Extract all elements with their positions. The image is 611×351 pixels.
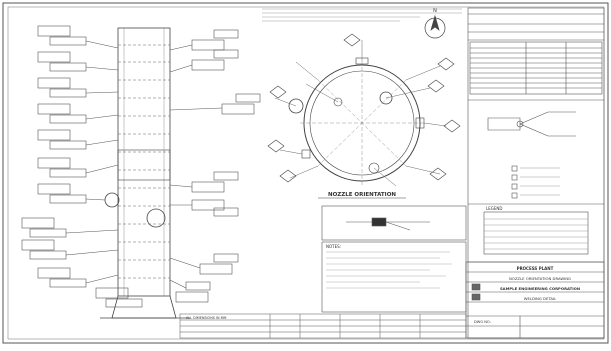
north-arrow	[424, 14, 446, 39]
title-block	[465, 261, 605, 339]
title-line-1: PROCESS PLANT	[517, 266, 554, 271]
legend-heading: LEGEND	[486, 206, 502, 211]
column-elevation	[100, 27, 190, 319]
nozzle-schedule	[467, 7, 605, 339]
bottom-note: ALL DIMENSIONS IN MM	[186, 316, 227, 320]
north-mark: N	[433, 8, 437, 14]
title-line-3: SAMPLE ENGINEERING CORPORATION	[500, 286, 580, 291]
revision-table	[179, 313, 467, 339]
sheet-border	[2, 2, 609, 344]
title-line-2: NOZZLE ORIENTATION DRAWING	[509, 276, 571, 281]
right-callouts	[169, 29, 261, 303]
notes-heading: NOTES:	[326, 244, 341, 249]
title-line-4: WELDING DETAIL	[524, 296, 557, 301]
nozzle-orientation	[267, 33, 461, 187]
orientation-caption: NOZZLE ORIENTATION	[328, 192, 396, 198]
drawing-no-label: DWG NO.	[474, 320, 491, 324]
detail-area	[321, 205, 467, 313]
top-notes	[262, 8, 462, 22]
left-callouts	[21, 25, 143, 308]
